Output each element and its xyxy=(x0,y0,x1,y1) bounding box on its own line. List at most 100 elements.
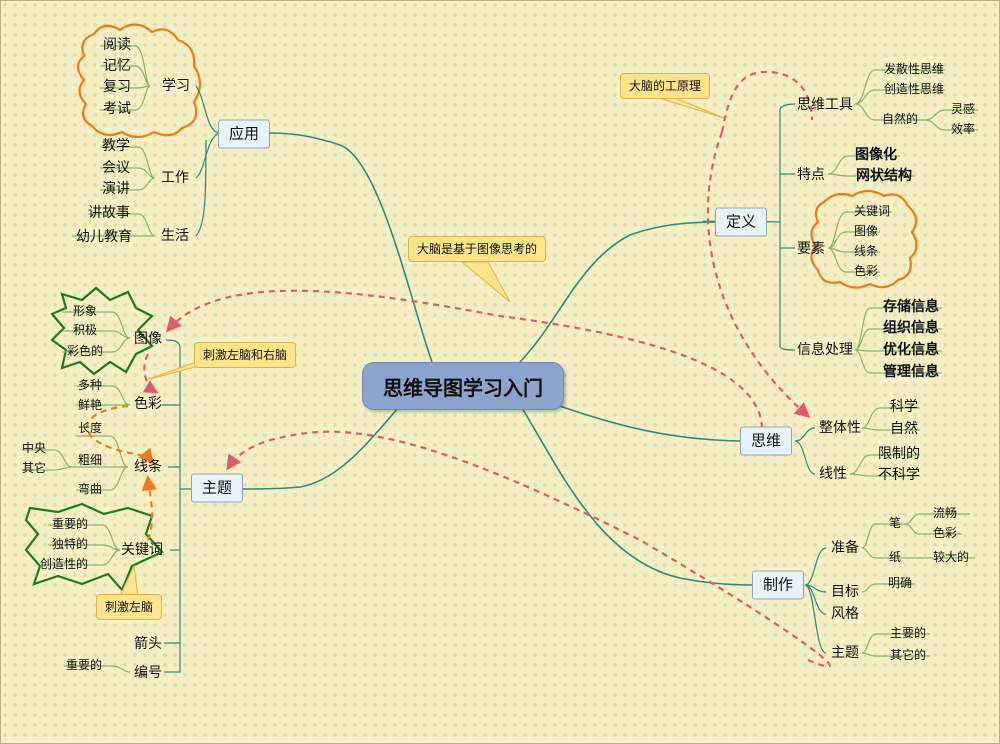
leaf-lines-theme xyxy=(861,633,930,657)
info-node[interactable]: 信息处理 xyxy=(797,342,853,358)
tools-node[interactable]: 思维工具 xyxy=(797,97,853,113)
tools-natural[interactable]: 自然的 xyxy=(881,112,919,126)
dash-principle-to-whole xyxy=(706,131,811,419)
note-brain-principle[interactable]: 大脑的工原理 xyxy=(619,73,711,99)
natural-efficiency[interactable]: 效率 xyxy=(950,122,976,136)
note-left-right[interactable]: 刺激左脑和右脑 xyxy=(193,342,297,368)
element-cloud xyxy=(810,189,918,289)
line-thick-center[interactable]: 中央 xyxy=(21,441,47,455)
central-topic[interactable]: 思维导图学习入门 xyxy=(362,362,564,410)
tools-divergent[interactable]: 发散性思维 xyxy=(883,62,945,76)
image-cloud xyxy=(50,286,154,376)
element-line[interactable]: 线条 xyxy=(853,244,879,258)
line-length[interactable]: 长度 xyxy=(77,421,103,435)
theme-other[interactable]: 其它的 xyxy=(889,648,927,662)
keyword-node[interactable]: 关键词 xyxy=(121,542,163,558)
line-topic-sub xyxy=(162,339,192,673)
line-define-sub xyxy=(702,103,796,351)
image-colorful[interactable]: 彩色的 xyxy=(66,344,104,358)
leaf-lines-feature xyxy=(827,155,915,177)
keyword-unique[interactable]: 独特的 xyxy=(51,537,89,551)
element-keyword[interactable]: 关键词 xyxy=(853,204,891,218)
theme-main[interactable]: 主要的 xyxy=(889,626,927,640)
linear-limited[interactable]: 限制的 xyxy=(878,446,920,462)
keyword-important[interactable]: 重要的 xyxy=(51,517,89,531)
color-bright[interactable]: 鲜艳 xyxy=(77,398,103,412)
life-kids[interactable]: 幼儿教育 xyxy=(76,229,132,245)
feature-visual[interactable]: 图像化 xyxy=(855,147,897,163)
leaf-lines-prepare xyxy=(861,513,975,559)
life-story[interactable]: 讲故事 xyxy=(88,205,130,221)
work-speech[interactable]: 演讲 xyxy=(102,181,130,197)
note-pointer-principle xyxy=(651,95,725,119)
theme-node[interactable]: 主题 xyxy=(831,645,859,661)
work-meeting[interactable]: 会议 xyxy=(102,160,130,176)
note-brain-image[interactable]: 大脑是基于图像思考的 xyxy=(407,236,547,262)
branch-topic xyxy=(242,399,406,490)
color-many[interactable]: 多种 xyxy=(77,378,103,392)
study-exam[interactable]: 考试 xyxy=(103,101,131,117)
element-color[interactable]: 色彩 xyxy=(853,264,879,278)
study-memory[interactable]: 记忆 xyxy=(103,58,131,74)
study-node[interactable]: 学习 xyxy=(162,78,190,94)
image-positive[interactable]: 积极 xyxy=(72,323,98,337)
info-optimize[interactable]: 优化信息 xyxy=(883,342,939,358)
life-node[interactable]: 生活 xyxy=(161,228,189,244)
dash-color-to-line xyxy=(86,404,154,465)
info-organize[interactable]: 组织信息 xyxy=(883,320,939,336)
branch-think xyxy=(547,401,741,442)
make-node[interactable]: 制作 xyxy=(751,570,805,600)
prepare-node[interactable]: 准备 xyxy=(831,540,859,556)
line-curve[interactable]: 弯曲 xyxy=(77,482,103,496)
feature-node[interactable]: 特点 xyxy=(797,167,825,183)
linear-node[interactable]: 线性 xyxy=(819,466,847,482)
arrow-node[interactable]: 箭头 xyxy=(134,636,162,652)
paper-larger[interactable]: 较大的 xyxy=(932,550,970,564)
feature-network[interactable]: 网状结构 xyxy=(856,168,912,184)
topic-node[interactable]: 主题 xyxy=(190,473,244,503)
prepare-pen[interactable]: 笔 xyxy=(888,516,902,530)
tools-creative[interactable]: 创造性思维 xyxy=(883,82,945,96)
leaf-lines-info xyxy=(854,307,942,374)
linear-unscientific[interactable]: 不科学 xyxy=(878,467,920,483)
image-node[interactable]: 图像 xyxy=(134,331,162,347)
define-node[interactable]: 定义 xyxy=(714,207,768,237)
leaf-lines-element xyxy=(827,211,892,273)
line-thick[interactable]: 粗细 xyxy=(77,453,103,467)
prepare-paper[interactable]: 纸 xyxy=(888,550,902,564)
color-node[interactable]: 色彩 xyxy=(134,396,162,412)
style-node[interactable]: 风格 xyxy=(831,606,859,622)
study-read[interactable]: 阅读 xyxy=(103,37,131,53)
pen-color[interactable]: 色彩 xyxy=(932,526,958,540)
info-manage[interactable]: 管理信息 xyxy=(883,364,939,380)
whole-nature[interactable]: 自然 xyxy=(890,421,918,437)
natural-inspiration[interactable]: 灵感 xyxy=(950,102,976,116)
info-store[interactable]: 存储信息 xyxy=(883,299,939,315)
pen-smooth[interactable]: 流畅 xyxy=(932,506,958,520)
leaf-lines-color xyxy=(76,385,131,406)
number-important[interactable]: 重要的 xyxy=(65,658,103,672)
keyword-creative[interactable]: 创造性的 xyxy=(39,557,89,571)
line-node[interactable]: 线条 xyxy=(134,459,162,475)
goal-clear[interactable]: 明确 xyxy=(887,576,913,590)
think-node[interactable]: 思维 xyxy=(739,426,793,456)
work-teach[interactable]: 教学 xyxy=(102,138,130,154)
line-thick-other[interactable]: 其它 xyxy=(21,461,47,475)
apply-node[interactable]: 应用 xyxy=(217,119,271,149)
line-apply-sub xyxy=(195,85,221,237)
study-review[interactable]: 复习 xyxy=(103,79,131,95)
dash-make-to-topic xyxy=(226,430,831,668)
leaf-lines-tools xyxy=(854,69,978,131)
leaf-lines-keyword xyxy=(40,524,121,566)
number-node[interactable]: 编号 xyxy=(134,665,162,681)
study-cloud xyxy=(76,23,202,139)
element-node[interactable]: 要素 xyxy=(797,241,825,257)
whole-node[interactable]: 整体性 xyxy=(819,420,861,436)
work-node[interactable]: 工作 xyxy=(161,170,189,186)
element-image[interactable]: 图像 xyxy=(853,224,879,238)
note-left-brain[interactable]: 刺激左脑 xyxy=(95,594,163,620)
image-vivid[interactable]: 形象 xyxy=(72,304,98,318)
whole-science[interactable]: 科学 xyxy=(890,399,918,415)
goal-node[interactable]: 目标 xyxy=(831,584,859,600)
leaf-lines-whole xyxy=(861,407,920,431)
